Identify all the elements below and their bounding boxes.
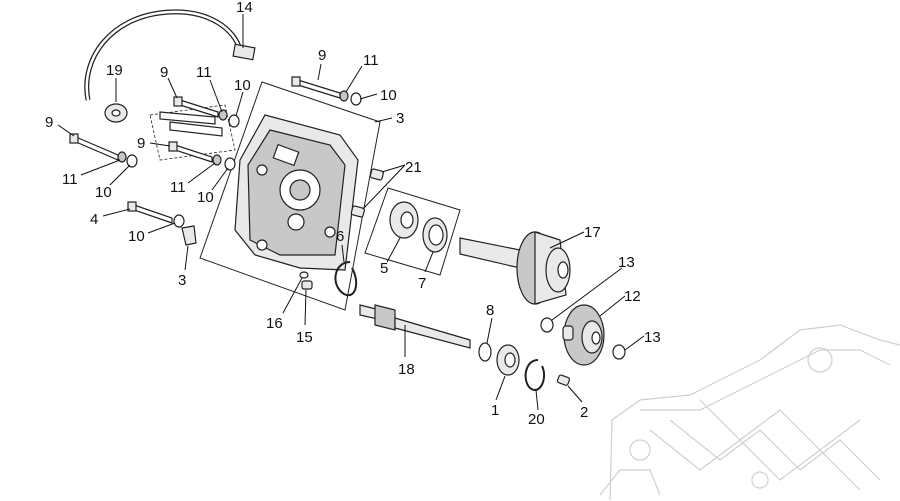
- callout-10-center: 10: [197, 189, 214, 206]
- callout-9-lower: 4: [90, 211, 98, 228]
- part-8-washer: [478, 342, 492, 362]
- part-15-screw: [301, 280, 313, 290]
- part-3-bracket: [181, 225, 197, 246]
- callout-6: 6: [336, 228, 344, 245]
- callout-3: 3: [178, 272, 186, 289]
- housing-outline-box: [199, 81, 381, 311]
- callout-11-left: 11: [62, 171, 78, 188]
- callout-10-mid: 10: [234, 77, 251, 94]
- callout-14: 14: [236, 0, 253, 16]
- part-18-drive-shaft: [359, 304, 471, 349]
- callout-8: 8: [486, 302, 494, 319]
- stud-pins: [159, 111, 223, 137]
- callout-11-top: 11: [363, 52, 379, 69]
- part-7-oil-seal: [422, 217, 448, 253]
- part-4-transmission-cover: [234, 114, 359, 271]
- part-21-dowel-pins: [350, 168, 384, 218]
- part-17-gear-shaft: [459, 231, 571, 305]
- callout-19: 19: [106, 62, 123, 79]
- bearing-seal-box: [364, 187, 461, 276]
- callout-10-left: 10: [95, 184, 112, 201]
- part-13-washer-b: [612, 344, 626, 360]
- callout-13-top: 13: [618, 254, 635, 271]
- callout-9-mid: 9: [160, 64, 168, 81]
- leader-lines: [57, 14, 645, 411]
- callout-13-right: 13: [644, 329, 661, 346]
- callout-11-mid: 11: [196, 64, 212, 81]
- callout-21: 21: [405, 159, 422, 176]
- part-1-bearing: [496, 344, 520, 376]
- part-5-bearing: [389, 201, 419, 239]
- part-16-washer: [299, 271, 309, 279]
- callout-7: 7: [418, 275, 426, 292]
- callout-10-top: 10: [380, 87, 397, 104]
- callout-15: 15: [296, 329, 313, 346]
- callout-9-left: 9: [45, 114, 53, 131]
- part-6-circlip: [334, 261, 358, 297]
- part-12-gear: [562, 304, 605, 366]
- part-20-circlip: [524, 359, 546, 391]
- callout-2: 2: [580, 404, 588, 421]
- callout-9-center: 9: [137, 135, 145, 152]
- background-engine-outline: [599, 324, 900, 501]
- callout-18: 18: [398, 361, 415, 378]
- bolt-group: [69, 76, 362, 228]
- part-2-pin: [556, 374, 571, 386]
- callout-17: 17: [584, 224, 601, 241]
- part-14-wire-harness: [84, 9, 256, 101]
- callout-labels: 14 9 11 10 19 9 11 10 3 9 9 11 10 11 10 …: [45, 0, 661, 428]
- callout-4: 3: [396, 110, 404, 127]
- part-19-grommet: [104, 103, 128, 123]
- callout-16: 16: [266, 315, 283, 332]
- callout-11-center: 11: [170, 179, 186, 196]
- callout-12: 12: [624, 288, 641, 305]
- callout-10-lower: 10: [128, 228, 145, 245]
- callout-9-top: 9: [318, 47, 326, 64]
- part-13-washer-a: [540, 317, 554, 333]
- callout-20: 20: [528, 411, 545, 428]
- callout-5: 5: [380, 260, 388, 277]
- callout-1: 1: [491, 402, 499, 419]
